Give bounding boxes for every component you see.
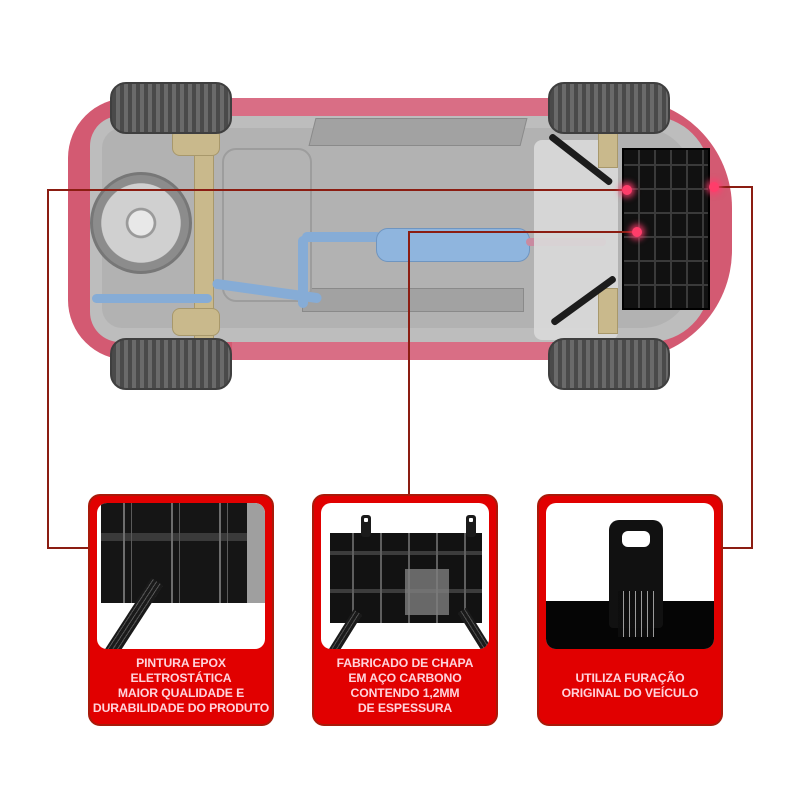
exhaust-tailpipe [92, 294, 212, 303]
callout-line-3-to-card [722, 547, 753, 549]
tire-rear-bottom [110, 338, 232, 390]
callout-line-1-horizontal [47, 189, 627, 191]
side-sill-top [232, 98, 552, 118]
caption-line: UTILIZA FURAÇÃO [575, 671, 685, 685]
exhaust-pipe-riser [298, 236, 308, 308]
callout-line-1-to-card [47, 547, 89, 549]
rear-axle-mount-bottom [172, 308, 220, 336]
tire-front-bottom [548, 338, 670, 390]
bracket-hole [622, 531, 650, 547]
callout-line-2-vertical [408, 231, 410, 496]
callout-line-3-vertical [751, 186, 753, 549]
ribbed-panel-photo [101, 503, 251, 603]
caption-line: DURABILIDADE DO PRODUTO [92, 701, 270, 715]
caption-line: CONTENDO 1,2MM [350, 686, 460, 700]
mounting-tab-right [466, 515, 476, 537]
mounting-tab-left [361, 515, 371, 537]
feature-caption: PINTURA EPOX ELETROSTÁTICA MAIOR QUALIDA… [90, 652, 272, 720]
caption-line: ELETROSTÁTICA [130, 671, 232, 685]
callout-line-3-horizontal [714, 186, 753, 188]
feature-image-panel-closeup [97, 503, 265, 649]
feature-caption: UTILIZA FURAÇÃO ORIGINAL DO VEÍCULO [539, 652, 721, 720]
tire-rear-top [110, 82, 232, 134]
caption-line: MAIOR QUALIDADE E [117, 686, 245, 700]
exhaust-pipe-mid [302, 232, 382, 242]
caption-line: EM AÇO CARBONO [348, 671, 462, 685]
frame-rail-top [308, 118, 528, 146]
panel-edge [247, 503, 265, 603]
callout-dot-3 [709, 182, 719, 192]
caption-line: DE ESPESSURA [357, 701, 453, 715]
feature-card-carbon-steel: FABRICADO DE CHAPA EM AÇO CARBONO CONTEN… [312, 494, 498, 726]
feature-card-original-holes: UTILIZA FURAÇÃO ORIGINAL DO VEÍCULO [537, 494, 723, 726]
front-control-arm-bottom [598, 288, 618, 334]
feature-image-full-guard [321, 503, 489, 649]
car-underbody-illustration [62, 82, 738, 390]
side-sill-bottom [232, 340, 552, 360]
guard-reflection [405, 569, 449, 615]
fuel-tank [222, 148, 312, 302]
bracket-weld-ribs [618, 591, 654, 637]
caption-line: PINTURA EPOX [136, 656, 226, 670]
callout-dot-1 [622, 185, 632, 195]
caption-line: ORIGINAL DO VEÍCULO [561, 686, 699, 700]
feature-card-epoxy-paint: PINTURA EPOX ELETROSTÁTICA MAIOR QUALIDA… [88, 494, 274, 726]
caption-line: FABRICADO DE CHAPA [336, 656, 474, 670]
callout-dot-2 [632, 227, 642, 237]
frame-rail-bottom [302, 288, 524, 312]
spare-wheel [90, 172, 192, 274]
feature-image-bracket [546, 503, 714, 649]
callout-line-2-horizontal [408, 231, 637, 233]
callout-line-1-vertical [47, 189, 49, 549]
exhaust-muffler [376, 228, 530, 262]
feature-caption: FABRICADO DE CHAPA EM AÇO CARBONO CONTEN… [314, 652, 496, 720]
tire-front-top [548, 82, 670, 134]
